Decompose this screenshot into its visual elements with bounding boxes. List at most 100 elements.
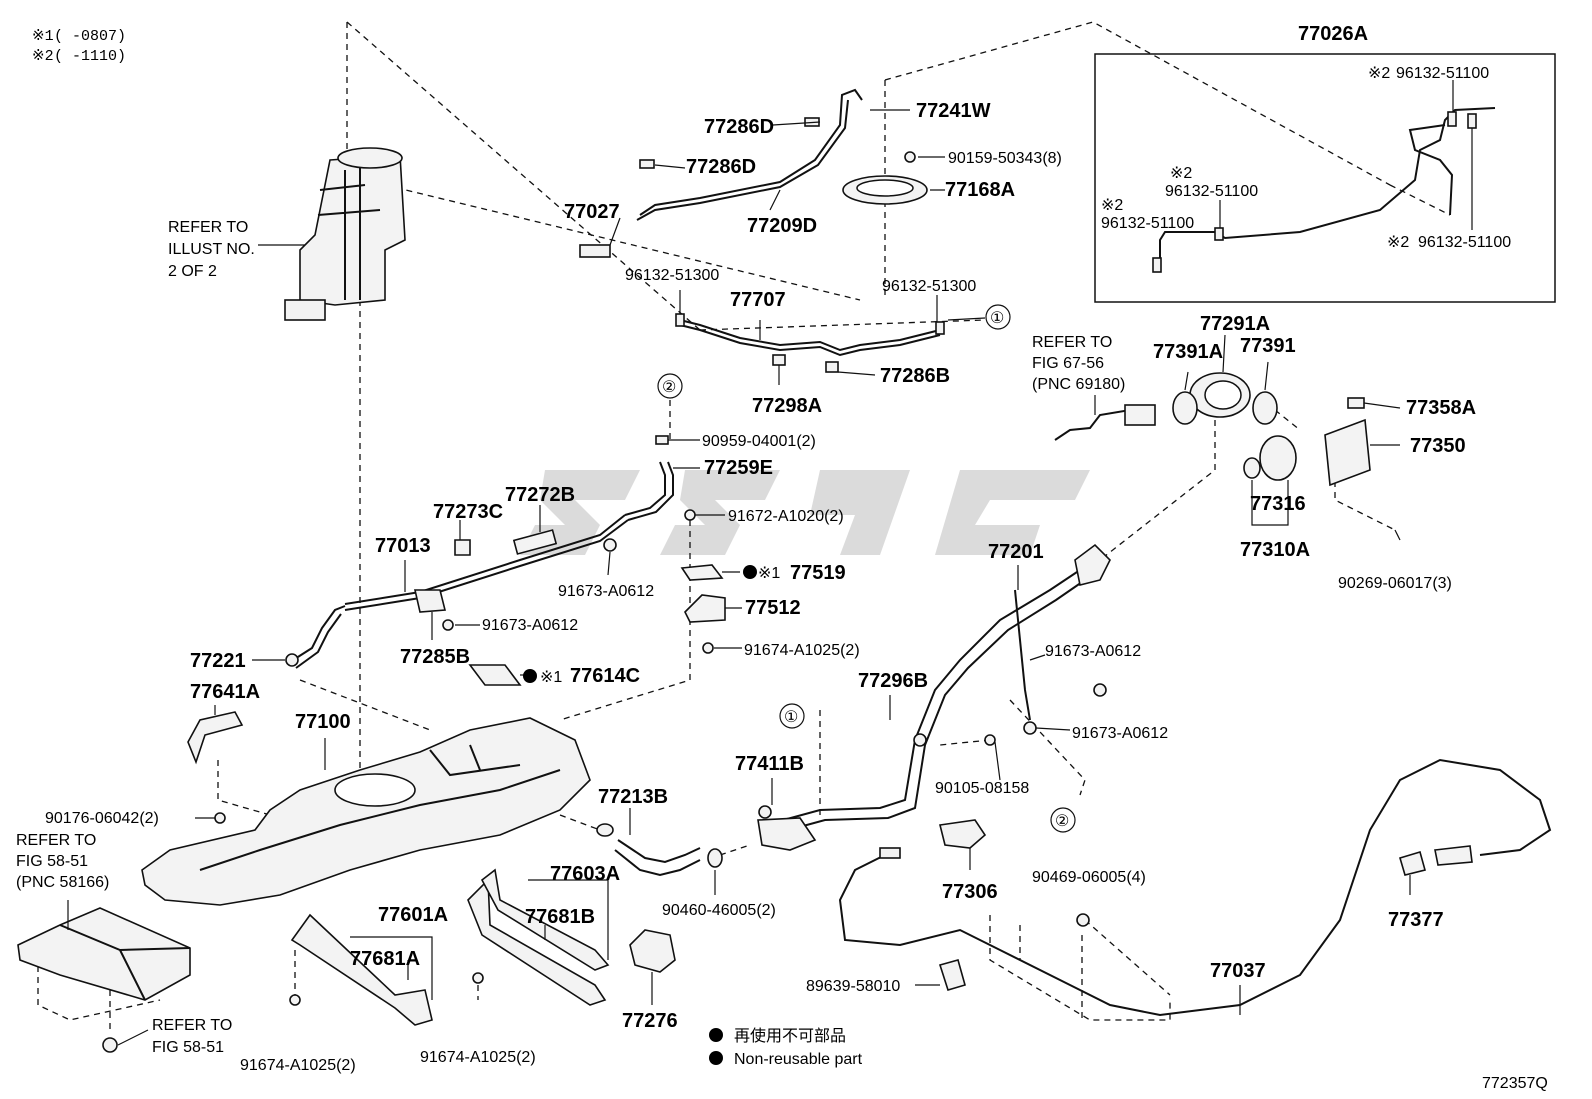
- fuel-tube-77707: [675, 290, 986, 385]
- label-p77241W: 77241W: [916, 100, 991, 122]
- label-n1-mark: ※1: [32, 28, 54, 45]
- clamp-77276: [629, 929, 676, 1005]
- label-mark2: ※2: [1170, 165, 1192, 182]
- label-fig58a-l2: FIG 58-51: [16, 853, 88, 870]
- label-p91673-c: 91673-A0612: [1045, 643, 1141, 660]
- label-p77391: 77391: [1240, 335, 1296, 357]
- vent-tube-77259E: [624, 435, 700, 521]
- label-p77512: 77512: [745, 597, 801, 619]
- label-p91674-top: 91674-A1025(2): [744, 642, 860, 659]
- pad-77614C: [468, 664, 525, 686]
- label-p96132-51100-b: 96132-51100: [1165, 183, 1258, 200]
- label-p89639: 89639-58010: [806, 978, 900, 995]
- label-p77100: 77100: [295, 711, 351, 733]
- label-fig58b-l2: FIG 58-51: [152, 1039, 224, 1056]
- label-p90159: 90159-50343(8): [948, 150, 1062, 167]
- label-n1-range: ( -0807): [54, 28, 126, 45]
- label-p77026A: 77026A: [1298, 23, 1368, 45]
- label-p77391A: 77391A: [1153, 341, 1223, 363]
- label-p77037: 77037: [1210, 960, 1266, 982]
- undercover-58166: [17, 900, 191, 1001]
- label-p77168A: 77168A: [945, 179, 1015, 201]
- label-one: ①: [990, 310, 1004, 327]
- filler-neck-parts: [1172, 334, 1401, 526]
- label-illust-l1: REFER TO: [168, 219, 248, 236]
- label-one: ①: [784, 709, 798, 726]
- fuel-tube-77209D: [579, 88, 910, 258]
- label-n2-range: ( -1110): [54, 48, 126, 65]
- label-p77259E: 77259E: [704, 457, 773, 479]
- label-p77310A: 77310A: [1240, 539, 1310, 561]
- dashed-leader-lines: [37, 21, 1451, 1030]
- label-p77209D: 77209D: [747, 215, 817, 237]
- label-p77276: 77276: [622, 1010, 678, 1032]
- label-p91673-b: 91673-A0612: [482, 617, 578, 634]
- label-n2-mark: ※2: [32, 48, 54, 65]
- assembly-box-77026A: [1094, 53, 1556, 303]
- label-fig67-l1: REFER TO: [1032, 334, 1112, 351]
- bracket-parts: [680, 509, 742, 654]
- legend-en: Non-reusable part: [734, 1051, 863, 1068]
- label-illust-l3: 2 OF 2: [168, 263, 217, 280]
- label-p77601A: 77601A: [378, 904, 448, 926]
- label-p77316: 77316: [1250, 493, 1306, 515]
- legend-jp: 再使用不可部品: [734, 1027, 846, 1045]
- label-p77358A: 77358A: [1406, 397, 1476, 419]
- label-p91673-a: 91673-A0612: [558, 583, 654, 600]
- vent-tube-77013: [344, 505, 629, 640]
- lid-actuator-77306: [939, 819, 987, 870]
- label-p96132-51100-d: 96132-51100: [1418, 234, 1511, 251]
- label-p77221: 77221: [190, 650, 246, 672]
- label-fig67-l2: FIG 67-56: [1032, 355, 1104, 372]
- label-p96132-51300-b: 96132-51300: [882, 278, 976, 295]
- label-p77411B: 77411B: [735, 753, 804, 775]
- label-p90460: 90460-46005(2): [662, 902, 776, 919]
- tank-straps: [289, 868, 610, 1026]
- label-mark2: ※2: [1368, 65, 1390, 82]
- label-p96132-51100-c: 96132-51100: [1101, 215, 1194, 232]
- label-p77286B: 77286B: [880, 365, 950, 387]
- clip-89639: [915, 959, 966, 991]
- label-p91674-m: 91674-A1025(2): [420, 1049, 536, 1066]
- label-mark1: ※1: [758, 565, 780, 582]
- label-p90176: 90176-06042(2): [45, 810, 159, 827]
- label-p77286D-1: 77286D: [704, 116, 774, 138]
- label-mark1: ※1: [540, 669, 562, 686]
- label-p77272B: 77272B: [505, 484, 575, 506]
- label-p77285B: 77285B: [400, 646, 470, 668]
- label-p77273C: 77273C: [433, 501, 503, 523]
- label-p77201: 77201: [988, 541, 1044, 563]
- label-p77519: 77519: [790, 562, 846, 584]
- label-p77681B: 77681B: [525, 906, 595, 928]
- label-fig58a-l1: REFER TO: [16, 832, 96, 849]
- label-p91674-l: 91674-A1025(2): [240, 1057, 356, 1074]
- label-illust-l2: ILLUST NO.: [168, 241, 255, 258]
- label-p90959: 90959-04001(2): [702, 433, 816, 450]
- label-p77213B: 77213B: [598, 786, 668, 808]
- opener-cable-77037: [838, 758, 1552, 1017]
- label-p77286D-2: 77286D: [686, 156, 756, 178]
- label-p77027: 77027: [564, 201, 620, 223]
- label-p96132-51300-a: 96132-51300: [625, 267, 719, 284]
- label-p77291A: 77291A: [1200, 313, 1270, 335]
- label-two: ②: [1055, 813, 1069, 830]
- diagram-id: 772357Q: [1482, 1075, 1548, 1092]
- label-p77306: 77306: [942, 881, 998, 903]
- legend: 再使用不可部品 Non-reusable part: [709, 1027, 863, 1068]
- non-reusable-dot-77614C: [523, 669, 537, 683]
- label-p90469: 90469-06005(4): [1032, 869, 1146, 886]
- label-p77350: 77350: [1410, 435, 1466, 457]
- gasket-77168A: [842, 151, 945, 205]
- label-mark2: ※2: [1387, 234, 1409, 251]
- label-fig67-l3: (PNC 69180): [1032, 376, 1125, 393]
- label-p91672: 91672-A1020(2): [728, 508, 844, 525]
- non-reusable-dot-77519: [743, 565, 757, 579]
- label-p77377: 77377: [1388, 909, 1444, 931]
- legend-dot-jp: [709, 1028, 723, 1042]
- label-p77681A: 77681A: [350, 948, 420, 970]
- legend-dot-en: [709, 1051, 723, 1065]
- label-two: ②: [662, 379, 676, 396]
- label-p77614C: 77614C: [570, 665, 640, 687]
- fuel-lid-opener-harness: [1054, 395, 1156, 441]
